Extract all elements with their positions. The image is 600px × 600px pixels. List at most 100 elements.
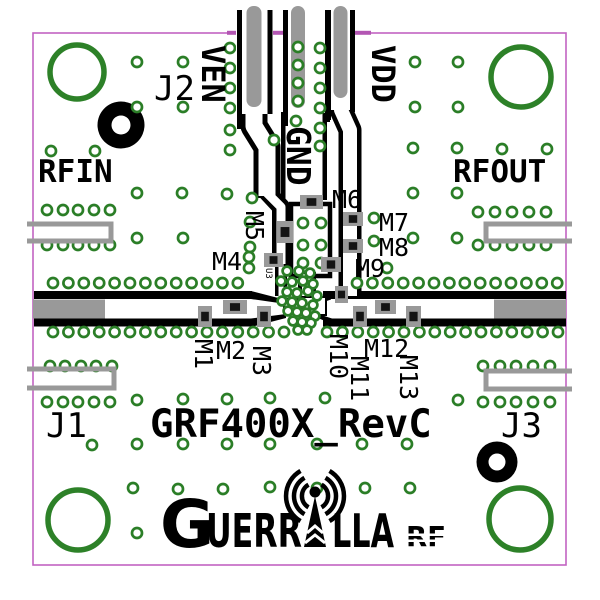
via [185, 325, 198, 339]
via [281, 286, 293, 298]
via [92, 276, 106, 290]
via [171, 482, 185, 496]
via [286, 276, 298, 288]
via [169, 276, 183, 290]
via [130, 526, 144, 540]
via [291, 94, 305, 108]
via [297, 275, 309, 287]
smd-component-pad [300, 195, 323, 209]
via [406, 231, 420, 245]
via [504, 276, 518, 290]
via [62, 325, 75, 339]
via [366, 276, 379, 290]
via [176, 100, 190, 114]
via [443, 276, 456, 290]
via [520, 276, 533, 290]
smd-component-pad [335, 286, 348, 303]
via [522, 205, 536, 219]
via [40, 395, 54, 409]
via [458, 276, 472, 290]
via [535, 276, 549, 290]
via [296, 238, 310, 252]
via [277, 325, 291, 339]
component-pad-layer [198, 195, 421, 327]
via [154, 325, 168, 339]
via [318, 391, 332, 405]
via [281, 265, 293, 277]
via [367, 211, 381, 225]
logo-lla: LLA [332, 504, 394, 558]
via [130, 393, 144, 407]
via [509, 395, 523, 409]
via [287, 315, 299, 327]
via-layer [40, 41, 565, 540]
via [543, 395, 557, 409]
via [262, 325, 275, 339]
via [451, 100, 465, 114]
label-j1: J1 [46, 406, 87, 446]
via [396, 276, 410, 290]
via [108, 325, 121, 339]
via [223, 143, 237, 157]
label-ven: VEN [194, 45, 232, 103]
via [263, 391, 277, 405]
via [489, 276, 502, 290]
label-m2: M2 [216, 336, 246, 365]
via [313, 81, 327, 95]
via [351, 325, 365, 339]
via [130, 437, 144, 451]
via [451, 393, 465, 407]
via [536, 325, 549, 339]
via [313, 61, 327, 75]
mounting-hole-bottom-left [45, 487, 111, 553]
via [103, 203, 117, 217]
stub-left-lower [27, 366, 117, 391]
label-rfout: RFOUT [453, 154, 546, 190]
label-vdd: VDD [364, 45, 402, 103]
via [403, 481, 417, 495]
via [459, 325, 472, 339]
via [71, 203, 85, 217]
via [216, 482, 230, 496]
via [397, 325, 411, 339]
via [245, 191, 259, 205]
via [231, 325, 245, 339]
via [108, 276, 121, 290]
via [350, 276, 364, 290]
via [408, 55, 422, 69]
via [243, 215, 257, 229]
smd-component-pad [223, 300, 247, 314]
stub-right-lower [483, 368, 572, 392]
logo-letter-g: G [160, 486, 214, 563]
via [291, 76, 305, 90]
via [450, 141, 464, 155]
via [56, 395, 70, 409]
via [412, 276, 425, 290]
via [355, 437, 369, 451]
via [139, 325, 152, 339]
via [291, 40, 305, 54]
via [296, 297, 308, 309]
via [292, 324, 304, 336]
via [286, 296, 298, 308]
via [313, 139, 327, 153]
smd-component-pad [198, 306, 212, 327]
via [313, 101, 327, 115]
via [314, 238, 328, 252]
smd-component-pad [343, 239, 363, 253]
via [313, 41, 327, 55]
via [220, 392, 234, 406]
smd-component-pad [353, 306, 367, 327]
via [473, 276, 487, 290]
label-j2: J2 [154, 69, 195, 109]
rfin-connector-pad [33, 299, 105, 319]
via [169, 325, 183, 339]
via [123, 276, 137, 290]
via [289, 114, 303, 128]
via [474, 325, 488, 339]
via [471, 238, 485, 252]
via [216, 276, 229, 290]
via [451, 55, 465, 69]
via [291, 58, 305, 72]
via [313, 121, 327, 135]
